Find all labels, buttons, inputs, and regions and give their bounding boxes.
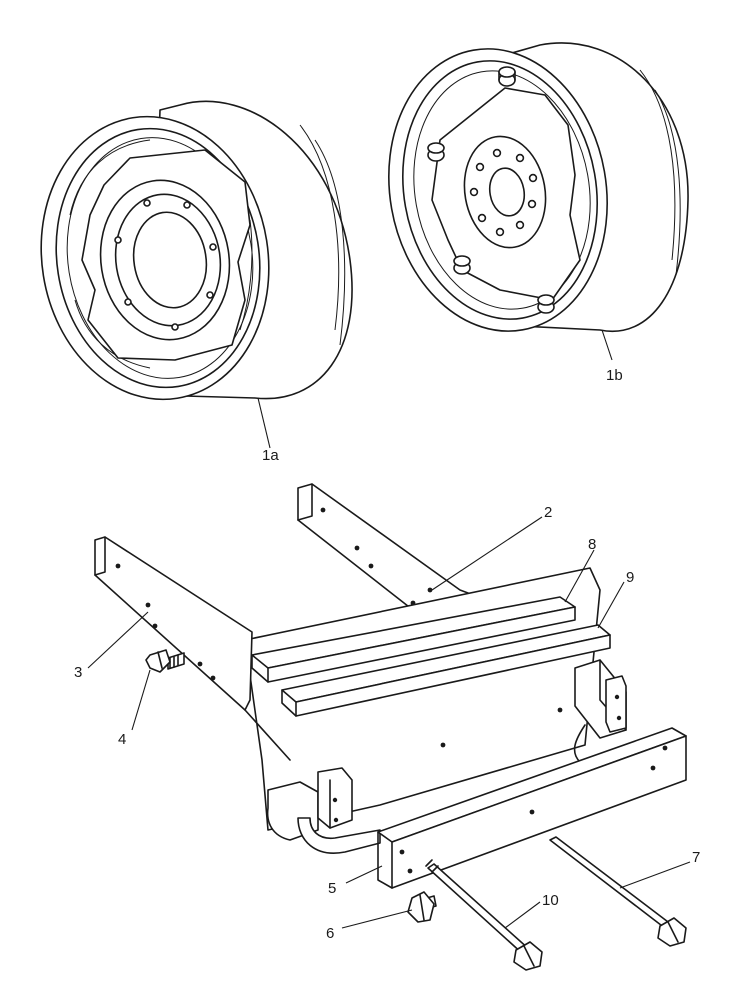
callout-6: 6 (326, 925, 334, 942)
bolt-4 (145, 649, 185, 673)
side-plate-3 (94, 536, 253, 711)
clamp-block-right (573, 659, 627, 763)
frame-assembly (94, 483, 687, 889)
callout-9: 9 (626, 569, 634, 586)
callout-5: 5 (328, 880, 336, 897)
callout-1a: 1a (262, 447, 279, 464)
wheel-1b (388, 42, 689, 333)
callout-8: 8 (588, 536, 596, 553)
bolt-6 (407, 891, 437, 923)
long-bolt-10 (425, 859, 543, 971)
clamp-block-left (266, 767, 381, 854)
callout-7: 7 (692, 849, 700, 866)
leader-lines (87, 329, 691, 929)
callout-4: 4 (118, 731, 126, 748)
wheel-1a (40, 100, 353, 401)
long-bolt-7 (549, 836, 687, 947)
wheel-1a-hub-plate (99, 179, 231, 341)
callout-3: 3 (74, 664, 82, 681)
callout-10: 10 (542, 892, 559, 909)
callout-2: 2 (544, 504, 552, 521)
callout-1b: 1b (606, 367, 623, 384)
wheel-1b-studs (427, 66, 555, 314)
